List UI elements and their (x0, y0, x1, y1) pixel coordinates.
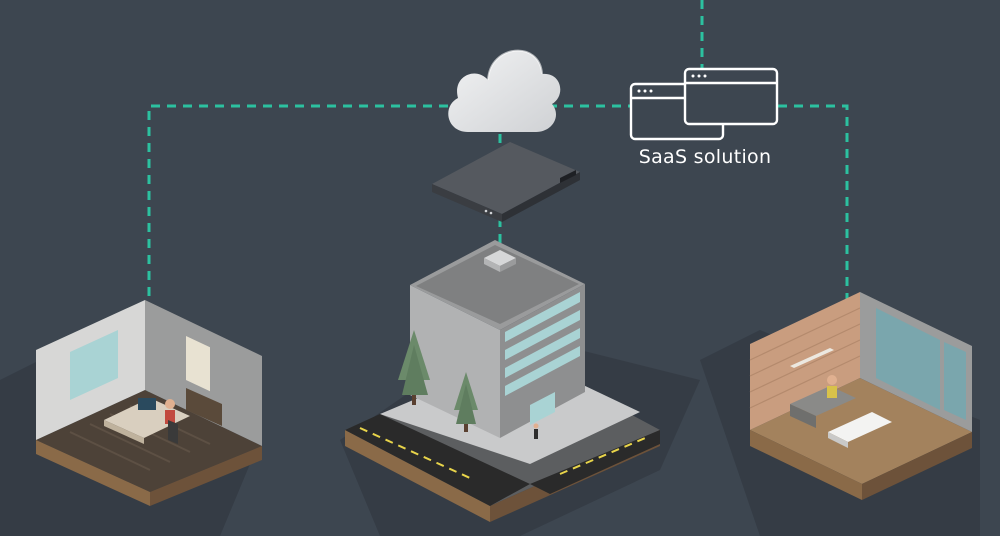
connector-home-office (147, 104, 470, 392)
saas-label: SaaS solution (638, 146, 772, 168)
tree (398, 330, 430, 405)
cloud-icon (448, 49, 561, 132)
browser-window-front (683, 67, 779, 126)
browser-window-icon (629, 67, 779, 141)
office-building (345, 240, 660, 522)
pedestrian (533, 423, 539, 439)
rack-server-icon (432, 142, 580, 222)
home-office-room (36, 300, 262, 506)
remote-living-room (749, 292, 972, 500)
connector-saas-remote (778, 104, 849, 380)
tree (454, 372, 478, 432)
